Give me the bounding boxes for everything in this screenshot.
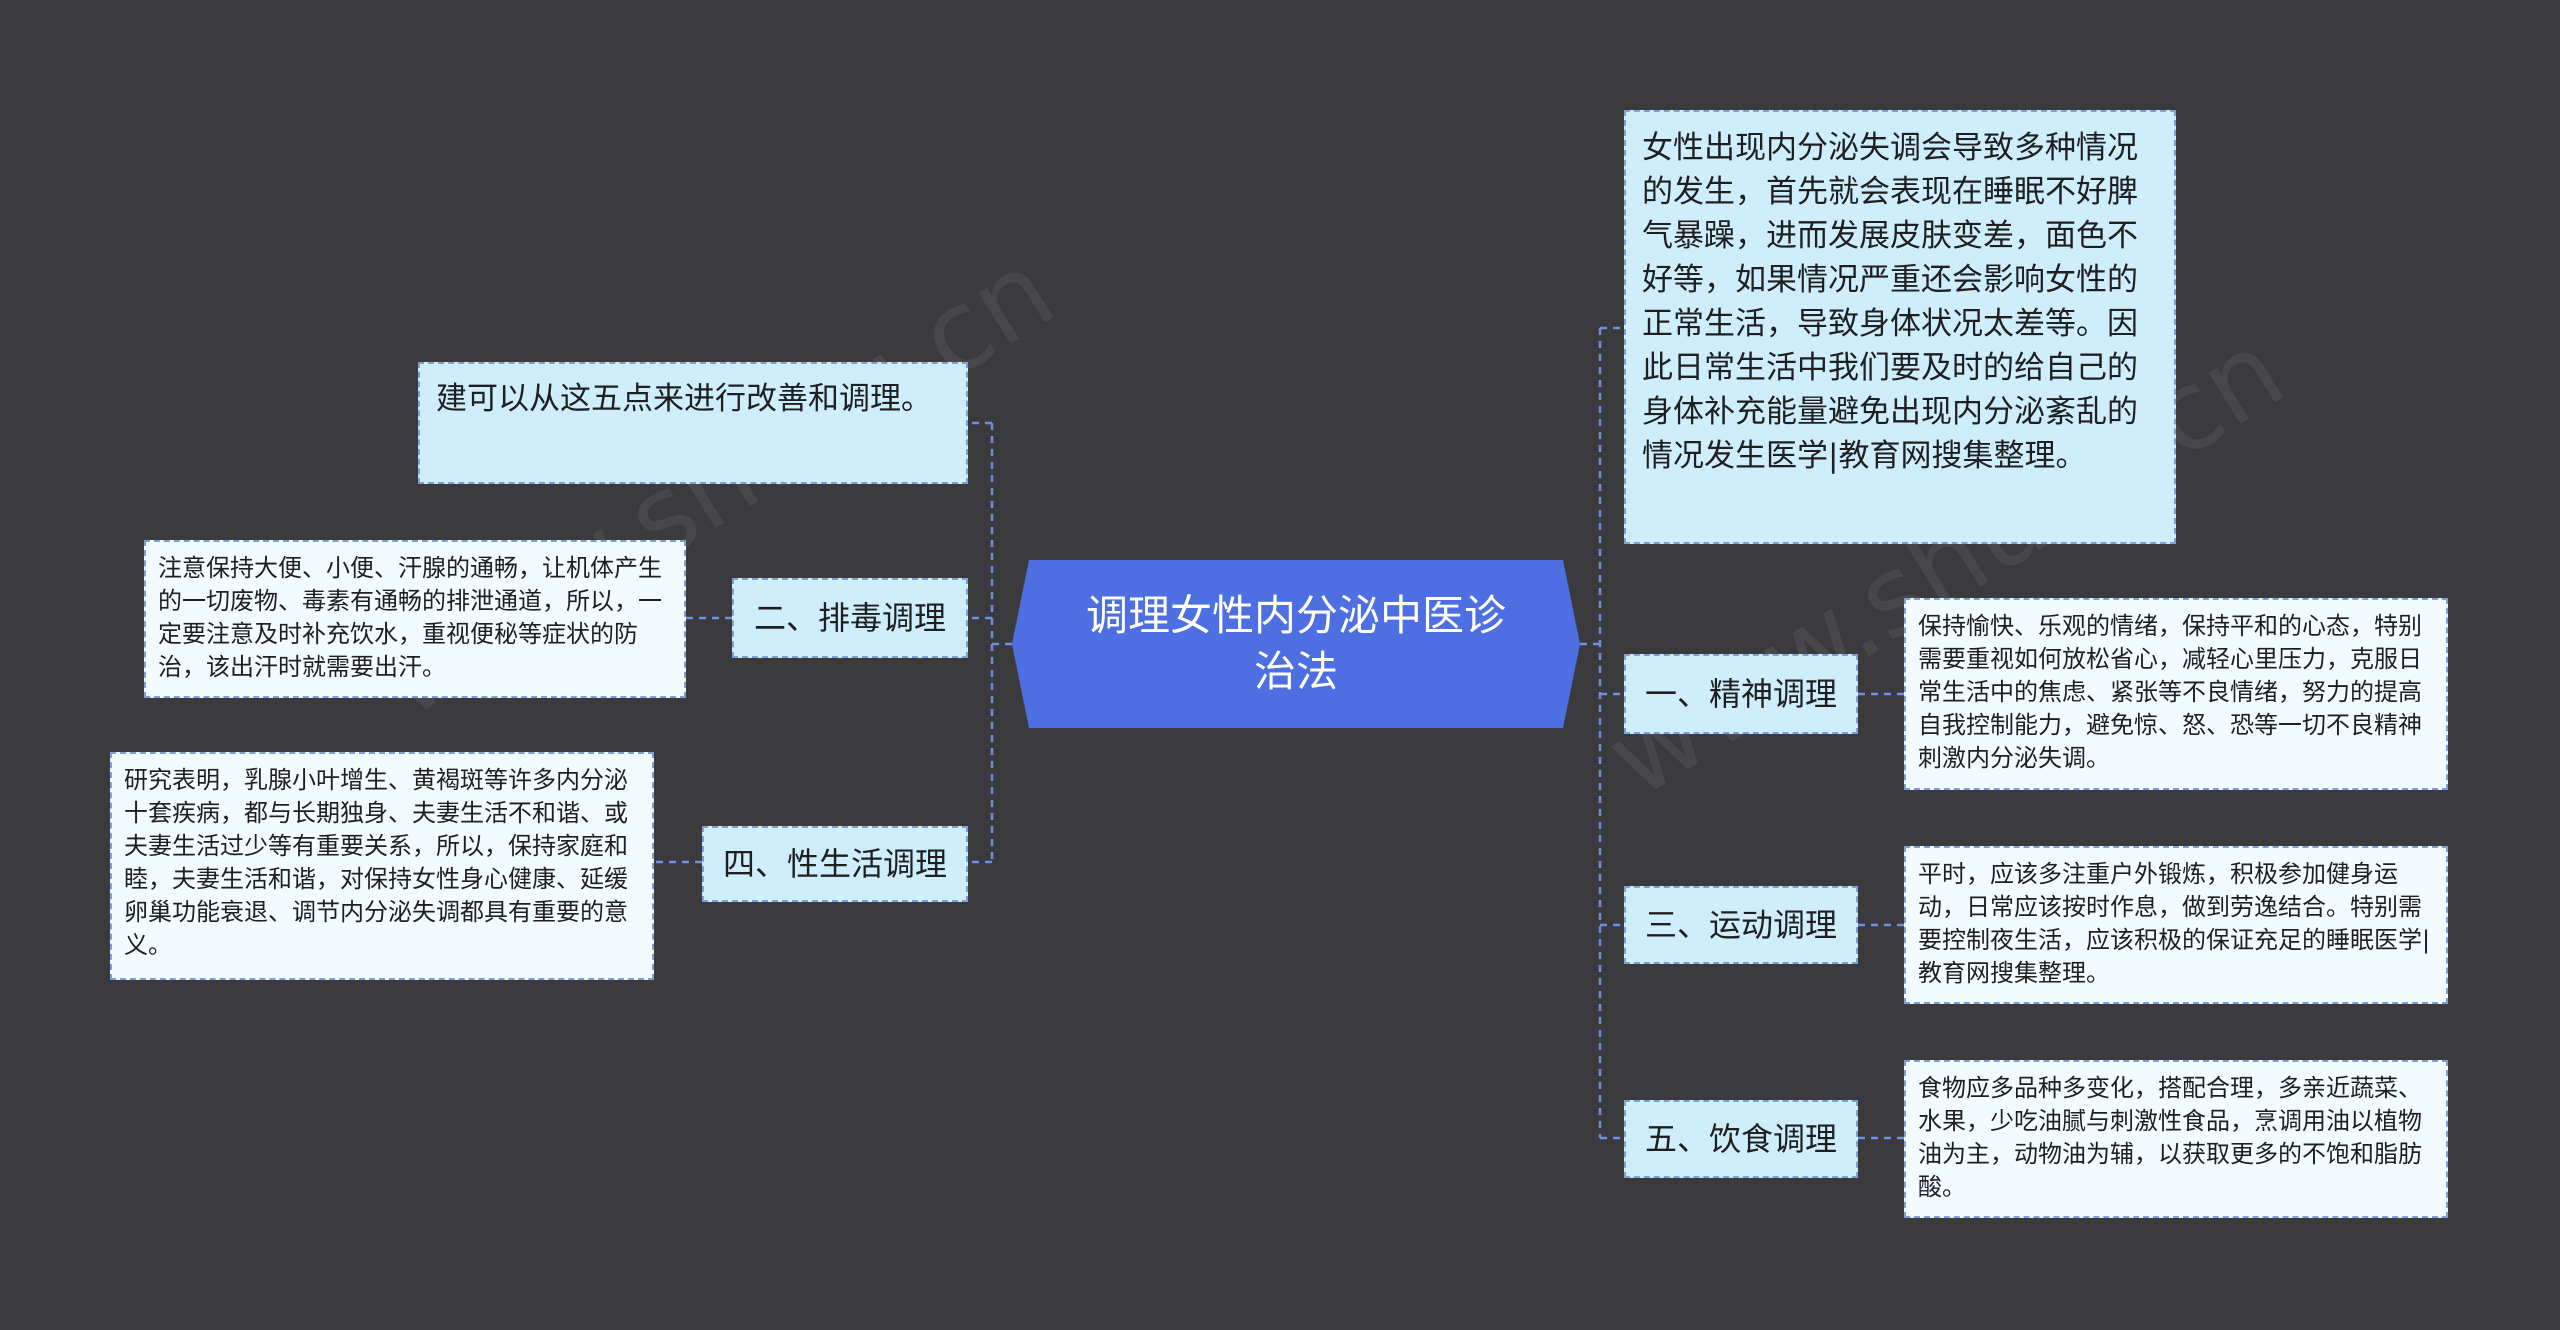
- leaf-yundong-text: 平时，应该多注重户外锻炼，积极参加健身运动，日常应该按时作息，做到劳逸结合。特别…: [1918, 860, 2431, 987]
- branch-yinshi[interactable]: 五、饮食调理: [1624, 1100, 1858, 1178]
- branch-yundong-label: 三、运动调理: [1644, 906, 1837, 944]
- leaf-jingshen[interactable]: 保持愉快、乐观的情绪，保持平和的心态，特别需要重视如何放松省心，减轻心里压力，克…: [1904, 598, 2448, 790]
- branch-yinshi-label: 五、饮食调理: [1644, 1120, 1837, 1158]
- leaf-paidu-text: 注意保持大便、小便、汗腺的通畅，让机体产生的一切废物、毒素有通畅的排泄通道，所以…: [158, 554, 662, 681]
- branch-yundong[interactable]: 三、运动调理: [1624, 886, 1858, 964]
- right-intro-text: 女性出现内分泌失调会导致多种情况的发生，首先就会表现在睡眠不好脾气暴躁，进而发展…: [1642, 130, 2138, 474]
- branch-paidu[interactable]: 二、排毒调理: [732, 578, 968, 658]
- left-intro-node[interactable]: 建可以从这五点来进行改善和调理。: [418, 362, 968, 484]
- connector-left-trunk: [990, 423, 1012, 862]
- leaf-yinshi-text: 食物应多品种多变化，搭配合理，多亲近蔬菜、水果，少吃油腻与刺激性食品，烹调用油以…: [1918, 1074, 2422, 1201]
- branch-paidu-label: 二、排毒调理: [753, 599, 946, 637]
- branch-xingshenghuo[interactable]: 四、性生活调理: [702, 826, 968, 902]
- right-intro-node[interactable]: 女性出现内分泌失调会导致多种情况的发生，首先就会表现在睡眠不好脾气暴躁，进而发展…: [1624, 110, 2176, 544]
- leaf-paidu[interactable]: 注意保持大便、小便、汗腺的通畅，让机体产生的一切废物、毒素有通畅的排泄通道，所以…: [144, 540, 686, 698]
- branch-jingshen[interactable]: 一、精神调理: [1624, 654, 1858, 734]
- leaf-yinshi[interactable]: 食物应多品种多变化，搭配合理，多亲近蔬菜、水果，少吃油腻与刺激性食品，烹调用油以…: [1904, 1060, 2448, 1218]
- branch-jingshen-label: 一、精神调理: [1644, 675, 1837, 713]
- leaf-jingshen-text: 保持愉快、乐观的情绪，保持平和的心态，特别需要重视如何放松省心，减轻心里压力，克…: [1918, 612, 2422, 772]
- branch-xingshenghuo-label: 四、性生活调理: [722, 845, 947, 883]
- central-topic-label: 调理女性内分泌中医诊治法: [1085, 591, 1506, 696]
- connector-right-trunk: [1580, 328, 1602, 1138]
- leaf-xingshenghuo[interactable]: 研究表明，乳腺小叶增生、黄褐斑等许多内分泌十套疾病，都与长期独身、夫妻生活不和谐…: [110, 752, 654, 980]
- leaf-xingshenghuo-text: 研究表明，乳腺小叶增生、黄褐斑等许多内分泌十套疾病，都与长期独身、夫妻生活不和谐…: [124, 766, 628, 959]
- leaf-yundong[interactable]: 平时，应该多注重户外锻炼，积极参加健身运动，日常应该按时作息，做到劳逸结合。特别…: [1904, 846, 2448, 1004]
- left-intro-text: 建可以从这五点来进行改善和调理。: [436, 381, 932, 417]
- central-topic[interactable]: 调理女性内分泌中医诊治法: [1012, 560, 1580, 728]
